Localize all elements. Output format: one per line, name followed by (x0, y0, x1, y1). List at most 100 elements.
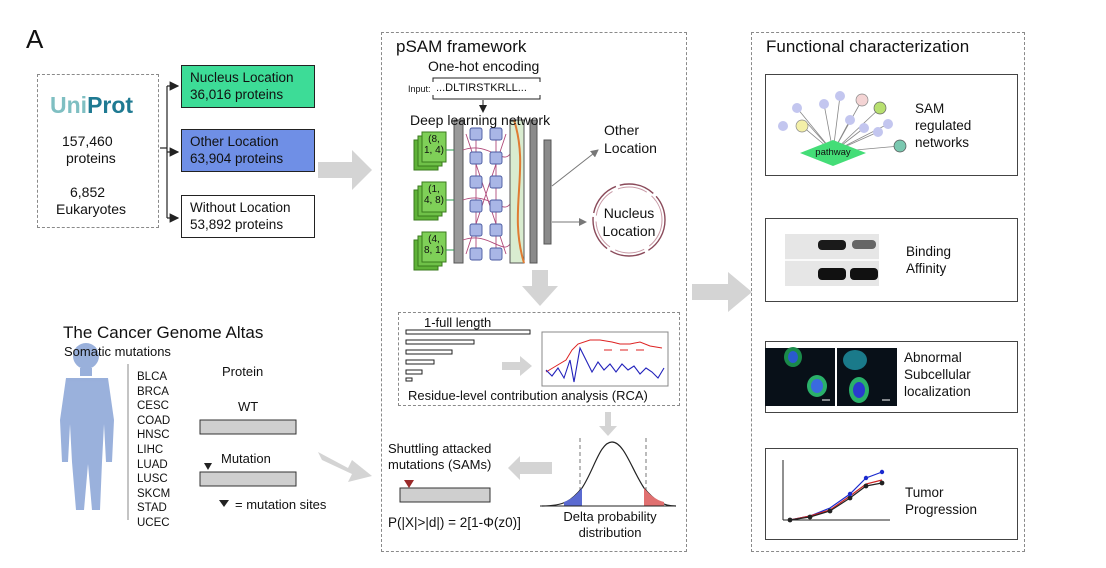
rca-panel (398, 312, 680, 406)
card-label: Binding Affinity (906, 243, 951, 277)
rca-bars (405, 329, 531, 382)
cancer-type: COAD (137, 414, 171, 427)
card-label: Abnormal Subcellular localization (904, 349, 971, 400)
flow-arrow-bars-to-plot (502, 356, 532, 376)
rca-plot (541, 331, 669, 387)
flow-arrow-to-rca (522, 270, 558, 306)
flow-arrows (318, 150, 752, 482)
uniprot-protein-count: 157,460 (62, 133, 113, 149)
location-count: 36,016 proteins (190, 87, 284, 102)
input-sequence: ...DLTIRSTKRLL... (436, 82, 527, 94)
mutation-legend: = mutation sites (235, 497, 327, 512)
cancer-type-list: BLCA BRCA CESC COAD HNSC LIHC LUAD LUSC … (137, 370, 170, 531)
sam-title: Shuttling attacked mutations (SAMs) (388, 441, 491, 473)
functional-card-tumor (765, 448, 1018, 540)
encoding-title: One-hot encoding (428, 58, 540, 74)
sam-title-line2: mutations (SAMs) (388, 457, 492, 472)
uniprot-panel (37, 74, 159, 228)
card-label: SAM regulated networks (915, 100, 971, 151)
rca-bar-label: 1-full length (424, 315, 492, 330)
mutation-label: Mutation (221, 451, 271, 466)
wt-label: WT (238, 399, 259, 414)
psam-panel (381, 32, 687, 552)
dense-layer-1 (529, 119, 538, 264)
flow-arrow-to-functional (692, 272, 752, 312)
kernel-label: (1, 4, 8) (423, 184, 444, 206)
delta-distribution (540, 438, 677, 507)
pathway-label: pathway (815, 147, 851, 158)
uniprot-logo: UniProt (50, 92, 133, 119)
kernel-stacks (413, 131, 447, 271)
uniprot-eukaryote-word: Eukaryotes (56, 201, 127, 217)
location-count: 63,904 proteins (190, 151, 284, 166)
card-label-line: Binding (906, 244, 952, 259)
hidden-nodes (469, 127, 503, 261)
uniprot-protein-word: proteins (66, 150, 116, 166)
cancer-type: LUAD (137, 458, 168, 471)
location-box-nucleus: Nucleus Location 36,016 proteins (181, 65, 315, 108)
dl-title: Deep learning network (410, 112, 551, 128)
nucleus-ring (592, 183, 666, 257)
card-label-line: SAM (915, 101, 945, 116)
sam-protein-bar (399, 480, 491, 503)
uniprot-branch-connector (160, 81, 180, 223)
microscopy-images (765, 347, 897, 406)
cancer-type: BRCA (137, 385, 169, 398)
rca-title: Residue-level contribution analysis (RCA… (408, 388, 648, 403)
delta-title-line2: distribution (578, 525, 642, 540)
card-label-line: Affinity (906, 261, 947, 276)
deep-learning-network (413, 119, 599, 271)
uniprot-logo-uni: Uni (50, 92, 88, 118)
dense-layer-2 (543, 139, 552, 245)
delta-formula: P(|X|>|d|) = 2[1-Φ(z0)] (388, 515, 521, 530)
card-label-line: localization (904, 384, 971, 399)
location-box-without: Without Location 53,892 proteins (181, 195, 315, 238)
cancer-type: LUSC (137, 473, 168, 486)
card-label-line: Tumor (905, 485, 944, 500)
flow-arrow-to-psam (318, 150, 372, 190)
tcga-title: The Cancer Genome Altas (63, 323, 264, 342)
uniprot-logo-prot: Prot (87, 92, 134, 118)
flow-arrow-delta-to-sam (508, 456, 552, 480)
cancer-type: BLCA (137, 371, 168, 383)
input-bracket (432, 77, 541, 113)
cancer-type: HNSC (137, 429, 170, 442)
network-graph (778, 91, 907, 166)
cancer-type: STAD (137, 502, 167, 515)
delta-title: Delta probability distribution (560, 509, 660, 541)
location-box-other: Other Location 63,904 proteins (181, 129, 315, 172)
functional-title: Functional characterization (764, 37, 972, 57)
output-nucleus-line1: Nucleus (603, 205, 655, 221)
input-layer (453, 119, 464, 264)
output-other-location: Other Location (604, 121, 657, 157)
cancer-type: CESC (137, 400, 169, 413)
attention-layer (509, 119, 525, 264)
mutation-bar (199, 463, 297, 487)
mutation-legend-marker (219, 500, 229, 507)
wt-bar (199, 419, 297, 435)
cancer-type: SKCM (137, 487, 171, 500)
card-label-line: Progression (905, 502, 978, 517)
cancer-type: UCEC (137, 516, 170, 529)
tcga-subtitle: Somatic mutations (64, 344, 171, 359)
output-other-line2: Location (604, 140, 657, 156)
tumor-progression-chart (782, 460, 890, 523)
output-nucleus-location: Nucleus Location (599, 204, 659, 240)
output-other-line1: Other (604, 122, 640, 138)
location-name: Without Location (190, 200, 291, 215)
card-label-line: Abnormal (904, 350, 962, 365)
card-label-line: regulated (915, 118, 972, 133)
panel-label: A (26, 24, 44, 54)
output-nucleus-line2: Location (602, 223, 656, 239)
delta-title-line1: Delta probability (563, 509, 657, 524)
sam-title-line1: Shuttling attacked (388, 441, 492, 456)
human-figure (60, 343, 114, 510)
uniprot-eukaryote-count: 6,852 (70, 184, 106, 200)
kernel-label: (8, 1, 4) (423, 134, 444, 156)
flow-arrow-rca-to-delta (599, 412, 617, 436)
psam-title: pSAM framework (394, 37, 529, 57)
location-count: 53,892 proteins (190, 217, 284, 232)
card-label: Tumor Progression (905, 484, 977, 518)
kernel-label: (4, 8, 1) (423, 234, 444, 256)
